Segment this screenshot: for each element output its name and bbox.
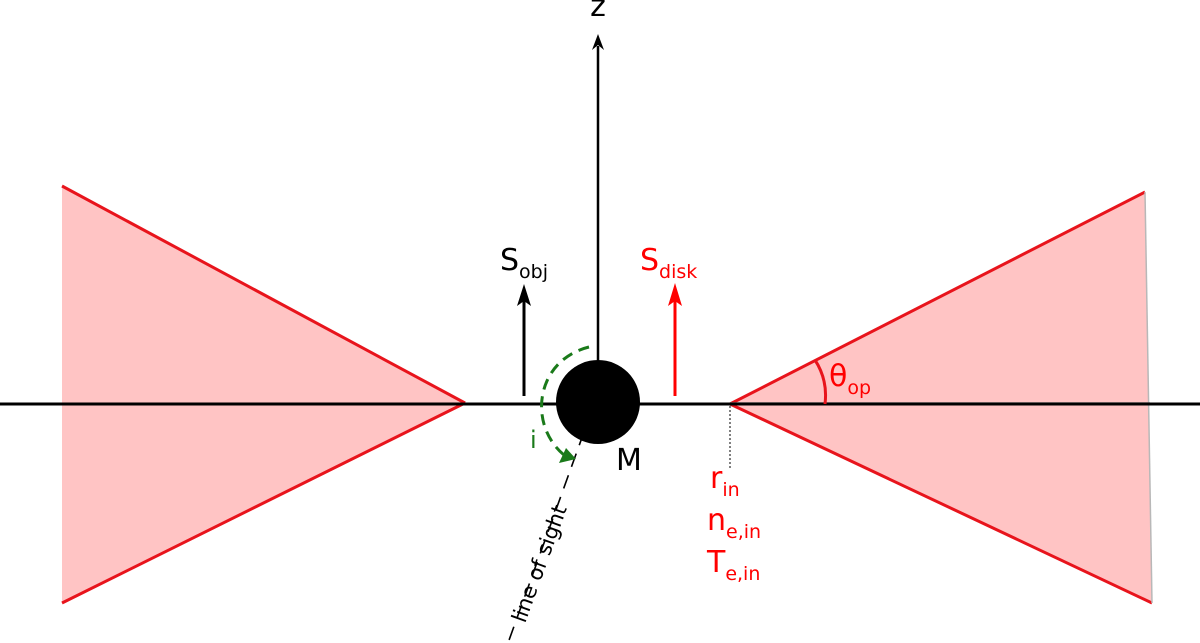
theta-op-arc <box>813 359 827 405</box>
n-e-in-label: ne,in <box>707 503 761 543</box>
s-disk-label: Sdisk <box>640 243 697 283</box>
left-disk-wedge <box>62 186 465 603</box>
mass-label: M <box>616 443 642 478</box>
s-obj-arrowhead <box>517 284 531 306</box>
s-obj-label: Sobj <box>500 243 548 283</box>
r-in-label: rin <box>710 461 740 501</box>
black-hole <box>556 360 640 444</box>
theta-op-label: θop <box>829 359 871 399</box>
left-disk-upper-edge <box>61 184 466 405</box>
right-disk-lower-edge <box>729 402 1153 605</box>
z-axis-label: z <box>590 0 606 24</box>
left-disk-lower-edge <box>61 401 466 605</box>
inclination-arrowhead <box>559 448 576 463</box>
s-disk-arrowhead <box>668 283 682 306</box>
right-disk-wedge <box>730 192 1152 603</box>
line-of-sight <box>507 431 585 643</box>
right-disk-outer-edge <box>1144 191 1153 604</box>
right-disk-upper-edge <box>729 190 1146 406</box>
inclination-label: i <box>530 426 537 454</box>
line-of-sight-label: line of sight <box>507 502 572 626</box>
t-e-in-label: Te,in <box>706 545 760 585</box>
z-axis-arrowhead <box>592 34 604 50</box>
